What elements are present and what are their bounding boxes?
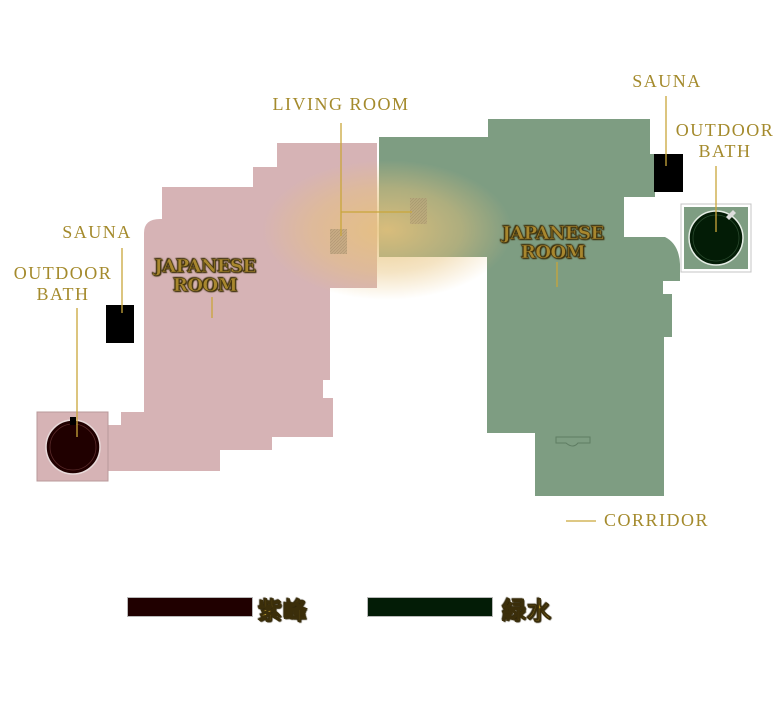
- label-living-room: LIVING ROOM: [272, 94, 410, 114]
- outdoor-bath-right-spout: [726, 210, 736, 220]
- label-sauna-left: SAUNA: [62, 222, 132, 242]
- legend-label-shihou: 紫峰: [258, 596, 308, 626]
- hatch-mark-right: [410, 198, 427, 224]
- label-japanese-room-left: JAPANESE ROOM: [154, 256, 257, 296]
- corridor-mark: [555, 436, 591, 447]
- hatch-mark-left: [330, 229, 347, 254]
- label-corridor: CORRIDOR: [604, 510, 710, 530]
- legend-swatch-ryokusui: [367, 597, 493, 617]
- legend-swatch-shihou: [127, 597, 253, 617]
- sauna-block-left: [106, 305, 134, 343]
- living-room-glow: [262, 160, 512, 300]
- legend-label-ryokusui: 緑水: [502, 596, 552, 626]
- leader-lines: [76, 96, 717, 522]
- sauna-block-right: [654, 154, 683, 192]
- label-sauna-right: SAUNA: [632, 71, 702, 91]
- outdoor-bath-left-spout: [70, 417, 76, 425]
- label-outdoor-bath-right: OUTDOOR BATH: [675, 120, 775, 161]
- label-outdoor-bath-left: OUTDOOR BATH: [13, 263, 113, 304]
- label-japanese-room-right: JAPANESE ROOM: [502, 223, 605, 263]
- outdoor-bath-left-tub: [45, 419, 101, 475]
